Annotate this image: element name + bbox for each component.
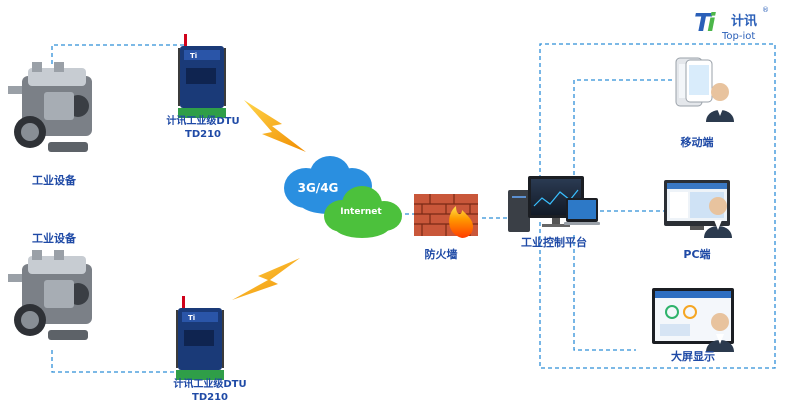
client-label-pc: PC端 xyxy=(683,247,710,261)
bigscreen-client-icon xyxy=(652,288,734,352)
logo-registered: ® xyxy=(762,6,769,14)
device-label-bottom: 工业设备 xyxy=(32,231,77,245)
lightning-icon-top xyxy=(244,100,306,152)
engine-icon-top xyxy=(8,62,92,152)
control-platform-icon xyxy=(508,176,600,232)
mobile-client-icon xyxy=(675,57,734,122)
line-device-dtu-bottom xyxy=(51,350,187,373)
client-label-mobile: 移动端 xyxy=(681,135,714,149)
dtu-label-bottom-line1: 计讯工业级DTU xyxy=(173,377,246,390)
dtu-icon-top: Ti xyxy=(178,34,226,118)
platform-label: 工业控制平台 xyxy=(521,235,587,249)
svg-text:Ti: Ti xyxy=(190,52,197,60)
line-outer-frame xyxy=(539,43,776,369)
device-label-top: 工业设备 xyxy=(32,173,77,187)
firewall-label: 防火墙 xyxy=(425,247,458,261)
svg-text:Ti: Ti xyxy=(188,314,195,322)
client-label-bigscreen: 大屏显示 xyxy=(671,349,715,363)
engine-icon-bottom xyxy=(8,250,92,340)
cloud-icon-internet xyxy=(324,186,402,238)
dtu-label-bottom-line2: TD210 xyxy=(192,392,228,403)
logo-mark-t: T xyxy=(694,8,713,37)
dtu-label-top-line2: TD210 xyxy=(185,129,221,140)
pc-client-icon xyxy=(664,180,732,238)
cloud-label-3g4g: 3G/4G xyxy=(298,181,339,195)
company-logo: T i 计讯 ® Top-iot xyxy=(694,6,769,42)
firewall-icon xyxy=(414,194,478,238)
line-to-bigscreen xyxy=(573,235,636,351)
dtu-icon-bottom: Ti xyxy=(176,296,224,380)
logo-chinese: 计讯 xyxy=(731,13,757,29)
line-device-dtu-top xyxy=(51,44,187,64)
line-to-mobile xyxy=(573,79,672,182)
cloud-label-internet: Internet xyxy=(340,207,382,217)
logo-latin: Top-iot xyxy=(721,31,755,42)
lightning-icon-bottom xyxy=(232,258,300,300)
logo-mark-i: i xyxy=(707,8,716,37)
dtu-label-top-line1: 计讯工业级DTU xyxy=(166,114,239,127)
